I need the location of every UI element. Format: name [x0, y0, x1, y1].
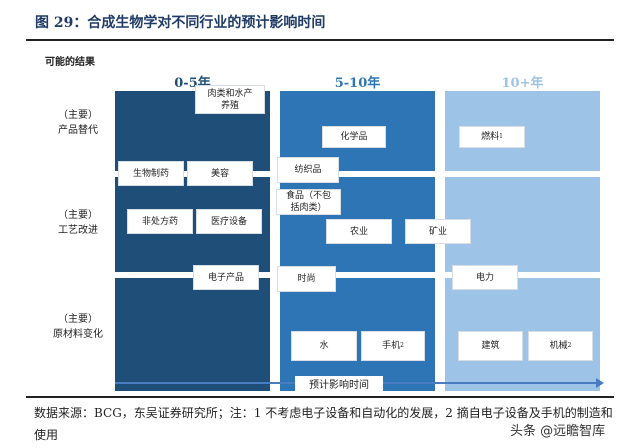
item-chemicals: 化学品 [322, 126, 386, 148]
footnote-mark: 2 [400, 342, 404, 349]
item-biopharma: 生物制药 [118, 161, 184, 186]
item-meat-aquaculture: 肉类和水产养殖 [195, 85, 265, 114]
row-prefix: （主要） [58, 210, 98, 221]
item-medical-devices: 医疗设备 [196, 209, 262, 234]
column-0-5 [115, 91, 270, 391]
time-axis-label: 预计影响时间 [295, 376, 383, 391]
row-prefix: （主要） [58, 110, 98, 121]
item-water: 水 [291, 331, 357, 361]
item-label: 燃料 [481, 132, 500, 142]
row-label-product-substitution: （主要） 产品替代 [40, 108, 116, 138]
column-header-10plus: 10+年 [501, 76, 544, 91]
item-construction: 建筑 [458, 331, 523, 361]
item-otc-drugs: 非处方药 [127, 209, 193, 234]
title-divider [26, 39, 614, 41]
item-beauty: 美容 [187, 161, 253, 186]
row-title: 产品替代 [58, 125, 98, 136]
watermark: 头条 @远瞻智库 [510, 424, 606, 439]
footer-divider [26, 396, 614, 398]
arrow-head-icon [596, 378, 604, 388]
item-textiles: 纺织品 [277, 157, 339, 183]
item-electronics: 电子产品 [193, 265, 259, 290]
footnote-mark: 1 [499, 133, 503, 140]
item-fashion: 时尚 [277, 266, 336, 292]
outcome-label: 可能的结果 [45, 57, 95, 68]
row-divider [115, 272, 600, 278]
item-mining: 矿业 [405, 219, 471, 244]
row-prefix: （主要） [58, 314, 98, 325]
row-title: 工艺改进 [58, 225, 98, 236]
row-label-process-improvement: （主要） 工艺改进 [40, 208, 116, 238]
item-food: 食品（不包括肉类） [276, 189, 341, 215]
item-agriculture: 农业 [326, 219, 392, 244]
item-label: 机械 [549, 341, 568, 351]
column-header-5-10: 5-10年 [334, 76, 381, 91]
footnote-mark: 2 [567, 342, 572, 349]
figure-title: 图 29：合成生物学对不同行业的预计影响时间 [35, 15, 326, 31]
row-divider [115, 171, 600, 177]
row-title: 原材料变化 [53, 329, 103, 340]
source-note: 数据来源：BCG，东吴证券研究所；注：1 不考虑电子设备和自动化的发展，2 摘自… [34, 406, 613, 442]
item-power: 电力 [452, 265, 518, 290]
row-label-raw-material: （主要） 原材料变化 [40, 312, 116, 342]
item-label: 手机 [382, 341, 401, 351]
